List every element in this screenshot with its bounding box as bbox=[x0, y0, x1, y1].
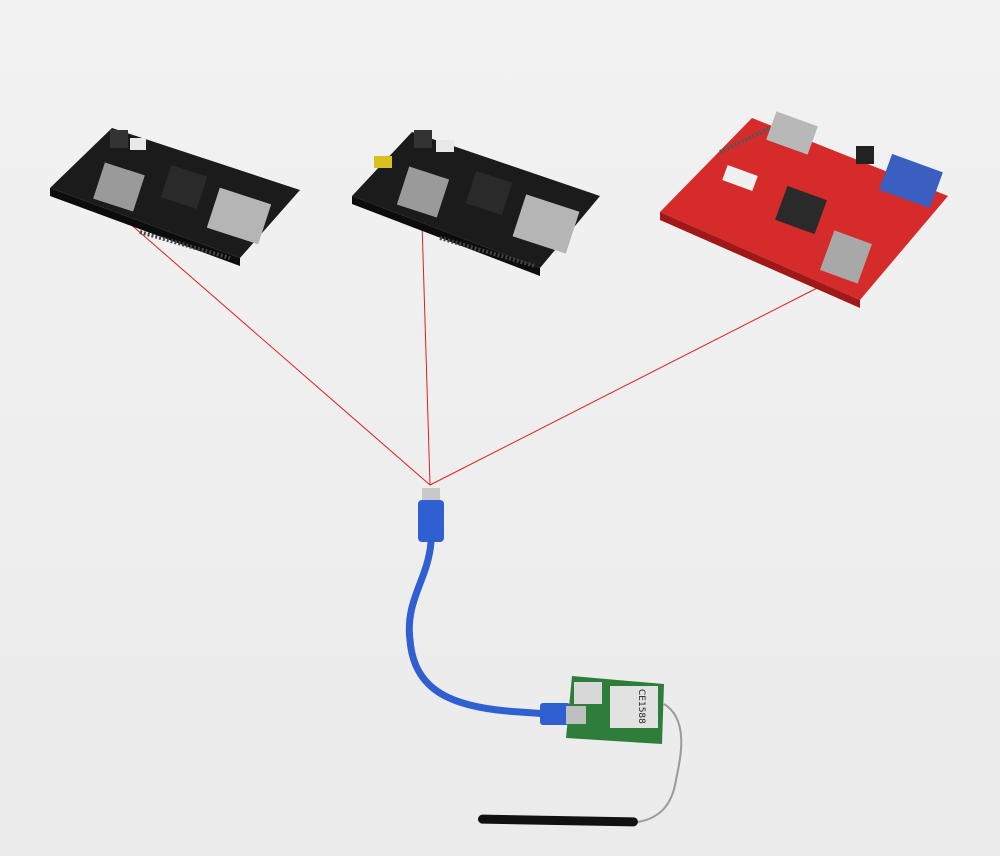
board-right-red bbox=[660, 111, 948, 308]
vga-port bbox=[879, 153, 943, 209]
sim-slot bbox=[574, 682, 602, 704]
connection-lines bbox=[127, 221, 828, 486]
line-to-board-left bbox=[127, 221, 431, 486]
antenna bbox=[478, 703, 683, 827]
board-left-dark bbox=[50, 128, 300, 266]
antenna-cable bbox=[637, 703, 683, 823]
usb-a-plug-metal bbox=[422, 488, 440, 502]
audio-jack bbox=[414, 130, 432, 148]
soc-chip bbox=[465, 170, 513, 216]
usb-port-stack bbox=[820, 230, 872, 284]
usb-mini-plug bbox=[540, 703, 570, 725]
antenna-rod bbox=[478, 814, 638, 827]
gpio-header bbox=[719, 126, 771, 154]
audio-jack bbox=[110, 130, 128, 148]
power-connector bbox=[130, 138, 146, 150]
usb-a-plug-housing bbox=[418, 500, 444, 542]
ethernet-port bbox=[512, 194, 580, 254]
usb-mini-port bbox=[566, 706, 586, 724]
board-middle-dark bbox=[352, 130, 600, 276]
wireless-module: CE1588 bbox=[566, 676, 664, 744]
line-to-board-middle bbox=[421, 221, 431, 486]
ethernet-port bbox=[206, 187, 272, 245]
module-chip bbox=[610, 686, 658, 728]
line-to-board-right bbox=[429, 282, 828, 486]
power-connector bbox=[436, 140, 454, 152]
usb-port-stack bbox=[396, 166, 450, 218]
gpio-header bbox=[439, 236, 536, 268]
hdmi-port bbox=[374, 156, 392, 168]
cable-wire bbox=[405, 538, 552, 718]
soc-chip bbox=[775, 185, 827, 235]
usb-cable bbox=[405, 488, 570, 725]
module-chip-label: CE1588 bbox=[636, 689, 646, 724]
sata-connector bbox=[722, 165, 758, 191]
usb-port-stack bbox=[93, 162, 145, 212]
audio-jack bbox=[856, 146, 874, 164]
soc-chip bbox=[160, 164, 208, 210]
ethernet-port bbox=[766, 111, 818, 155]
